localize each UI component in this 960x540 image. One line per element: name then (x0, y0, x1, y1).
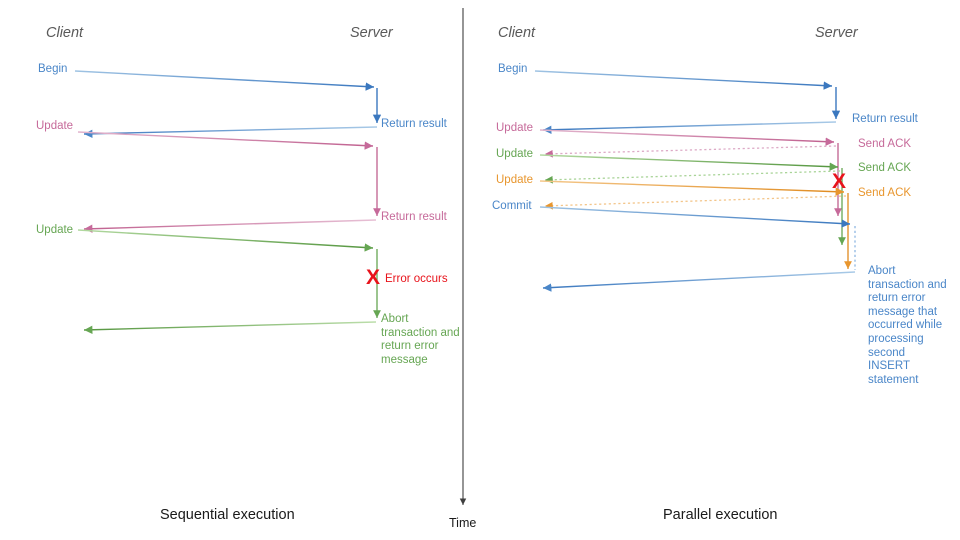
message-label-update-2-right: Update (496, 148, 534, 160)
lane-header-client-left: Client (46, 25, 84, 41)
arrow-update-green-r (539, 154, 839, 171)
arrow-send-ack-green (544, 170, 841, 184)
lane-header-client-right: Client (498, 25, 536, 41)
arrow-abort-return-green (83, 321, 377, 334)
message-label-return-result-2-left: Return result (381, 211, 447, 223)
caption-parallel-execution: Parallel execution (663, 507, 778, 523)
message-label-send-ack-1-right: Send ACK (858, 138, 912, 150)
arrow-update-pink (77, 131, 374, 150)
right-panel-arrows (534, 70, 856, 292)
time-axis-label: Time (449, 516, 477, 530)
message-label-update-2-left: Update (36, 224, 74, 236)
caption-sequential-execution: Sequential execution (160, 507, 295, 523)
message-label-return-result-1-left: Return result (381, 118, 447, 130)
message-label-abort-right: Abort transaction and return error messa… (868, 265, 947, 386)
message-label-update-1-left: Update (36, 120, 74, 132)
arrow-abort-return-r (542, 271, 856, 292)
arrow-return-result-2 (83, 219, 377, 233)
error-x-icon-right: X (832, 170, 847, 193)
lane-header-server-right: Server (815, 25, 858, 41)
message-label-send-ack-3-right: Send ACK (858, 187, 912, 199)
arrow-send-ack-pink (544, 145, 837, 158)
arrow-return-result-1 (83, 126, 378, 138)
arrow-update-green (77, 229, 374, 252)
arrow-update-orange-r (539, 180, 845, 196)
error-x-icon-left: X (366, 266, 381, 289)
message-label-begin-left: Begin (38, 63, 68, 75)
arrow-begin-r (534, 70, 833, 90)
message-label-error-occurs-left: Error occurs (385, 273, 448, 285)
message-label-begin-right: Begin (498, 63, 528, 75)
message-label-update-1-right: Update (496, 122, 534, 134)
arrow-send-ack-orange (544, 195, 847, 210)
message-label-send-ack-2-right: Send ACK (858, 162, 912, 174)
message-label-update-3-right: Update (496, 174, 534, 186)
lane-header-server-left: Server (350, 25, 393, 41)
message-label-return-result-right: Return result (852, 113, 918, 125)
message-label-abort-left: Abort transaction and return error messa… (381, 313, 460, 366)
arrow-commit-r (539, 206, 851, 228)
message-label-commit-right: Commit (492, 200, 532, 212)
arrow-update-pink-r (539, 129, 835, 146)
arrow-begin (74, 70, 375, 91)
arrow-return-result-r (542, 121, 837, 134)
left-panel-arrows (74, 70, 382, 334)
